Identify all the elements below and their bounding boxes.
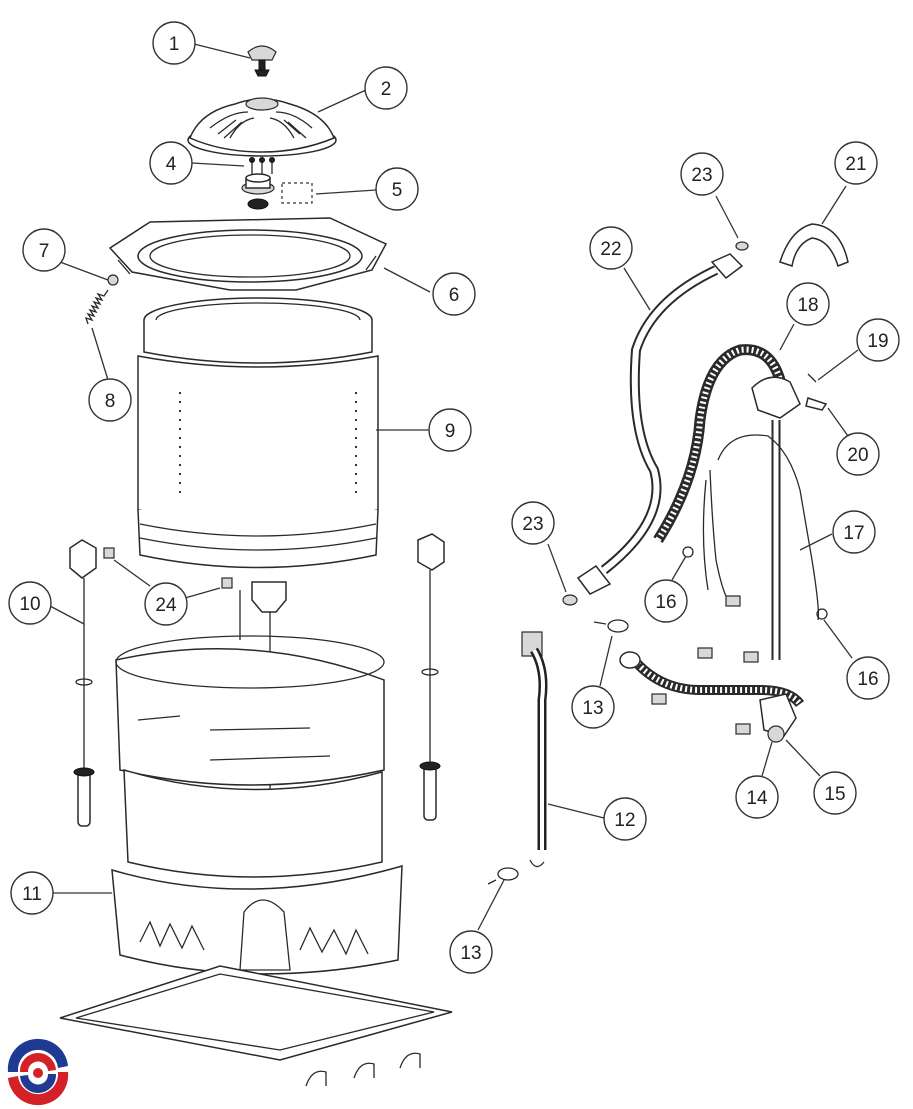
part-basket: [137, 297, 379, 569]
callout-12: 12: [603, 797, 647, 841]
callout-22: 22: [589, 226, 633, 270]
part-tub-ring: [108, 217, 388, 291]
svg-text:21: 21: [845, 154, 866, 175]
callout-9: 9: [428, 408, 472, 452]
leader-lines: [49, 43, 859, 931]
svg-text:23: 23: [522, 514, 543, 535]
brand-logo: [6, 1038, 70, 1106]
callout-14: 14: [735, 775, 779, 819]
callout-20: 20: [836, 432, 880, 476]
svg-text:1: 1: [169, 34, 180, 55]
svg-text:20: 20: [847, 445, 868, 466]
svg-text:13: 13: [460, 943, 481, 964]
part-small-clips: [805, 373, 828, 411]
callout-15: 15: [813, 771, 857, 815]
part-outer-tub: [111, 635, 403, 975]
svg-text:18: 18: [797, 295, 818, 316]
part-spring: [84, 274, 119, 325]
part-fill-hose: [562, 241, 749, 606]
svg-text:14: 14: [746, 788, 768, 809]
callout-1: 1: [152, 21, 196, 65]
part-agitator-cap: [247, 45, 277, 77]
part-bushing: [103, 547, 233, 589]
svg-text:22: 22: [600, 239, 621, 260]
part-hose-clips: [682, 546, 828, 620]
callout-21: 21: [834, 141, 878, 185]
svg-text:5: 5: [392, 180, 403, 201]
callout-17: 17: [832, 510, 876, 554]
callout-4: 4: [149, 141, 193, 185]
svg-text:12: 12: [614, 810, 635, 831]
svg-text:2: 2: [381, 79, 392, 100]
callout-23a: 23: [680, 152, 724, 196]
callout-11: 11: [10, 871, 54, 915]
callout-8: 8: [88, 378, 132, 422]
svg-text:17: 17: [843, 523, 864, 544]
svg-text:10: 10: [19, 594, 40, 615]
callout-23b: 23: [511, 501, 555, 545]
part-base-frame: [59, 965, 453, 1087]
part-pump: [619, 651, 805, 743]
svg-text:15: 15: [824, 784, 845, 805]
part-drain-hose: [521, 631, 548, 868]
part-impeller: [187, 97, 337, 157]
svg-text:24: 24: [155, 595, 177, 616]
part-hub-kit: [241, 173, 313, 210]
part-wire-harness: [697, 434, 820, 663]
callout-10: 10: [8, 581, 52, 625]
callout-6: 6: [432, 272, 476, 316]
callout-18: 18: [786, 282, 830, 326]
part-pump-hoses: [653, 344, 801, 660]
svg-text:23: 23: [691, 165, 712, 186]
part-clamps: [487, 619, 629, 885]
callout-19: 19: [856, 318, 900, 362]
part-bracket: [779, 223, 849, 267]
callout-13b: 13: [571, 685, 615, 729]
svg-text:11: 11: [22, 884, 42, 905]
svg-text:19: 19: [867, 331, 888, 352]
callout-24: 24: [144, 582, 188, 626]
svg-text:4: 4: [166, 154, 177, 175]
callout-13a: 13: [449, 930, 493, 974]
callout-16b: 16: [846, 656, 890, 700]
callout-16a: 16: [644, 579, 688, 623]
callout-2: 2: [364, 66, 408, 110]
svg-text:6: 6: [449, 285, 460, 306]
svg-text:9: 9: [445, 421, 456, 442]
callout-5: 5: [375, 167, 419, 211]
svg-text:8: 8: [105, 391, 116, 412]
svg-text:13: 13: [582, 698, 603, 719]
part-screws: [249, 157, 275, 174]
svg-text:16: 16: [857, 669, 878, 690]
callout-7: 7: [22, 228, 66, 272]
svg-text:16: 16: [655, 592, 676, 613]
svg-text:7: 7: [39, 241, 50, 262]
